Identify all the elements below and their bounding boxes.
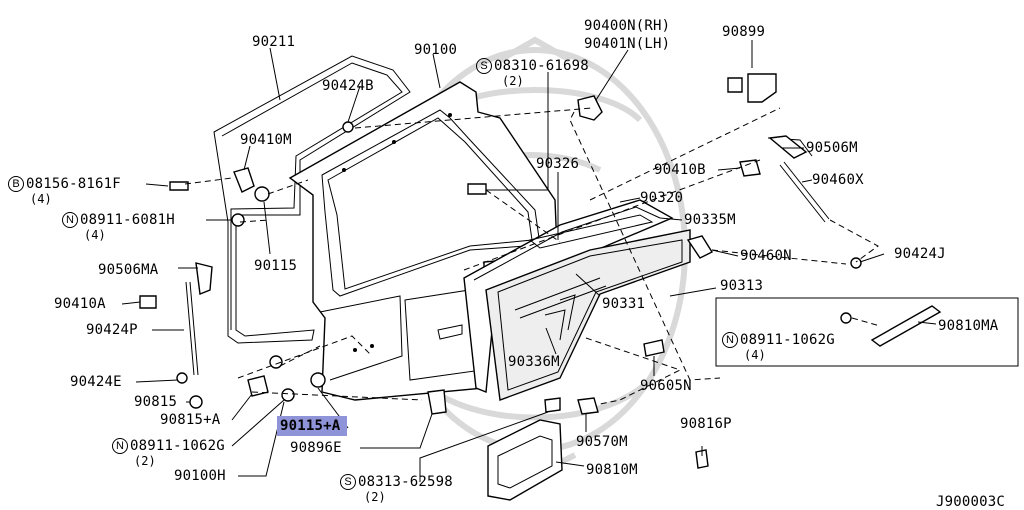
label-90100H[interactable]: 90100H xyxy=(174,468,226,484)
label-90326[interactable]: 90326 xyxy=(536,156,580,172)
qty-08911-1062G-right: (4) xyxy=(744,348,766,362)
label-90896E[interactable]: 90896E xyxy=(290,440,342,456)
trim-90810MA xyxy=(870,305,942,347)
bumper-90460N xyxy=(686,235,714,259)
label-90313[interactable]: 90313 xyxy=(720,278,764,294)
clip-90816P xyxy=(695,449,709,469)
label-08310-61698[interactable]: 08310-61698 xyxy=(494,58,589,74)
label-90815[interactable]: 90815 xyxy=(134,394,178,410)
label-90211[interactable]: 90211 xyxy=(252,34,296,50)
bolt-90410A xyxy=(139,295,157,309)
grommet xyxy=(269,355,283,369)
stopper-90815 xyxy=(189,395,203,409)
label-90401N[interactable]: 90401N(LH) xyxy=(584,36,671,52)
qty-08310-61698: (2) xyxy=(502,74,524,88)
bolt-symbol: B xyxy=(8,176,24,192)
hinge-90410M xyxy=(233,167,255,193)
label-90335M[interactable]: 90335M xyxy=(684,212,736,228)
clip-90424J xyxy=(850,257,862,269)
label-90115A-highlighted[interactable]: 90115+A xyxy=(280,418,341,434)
clip-90424B xyxy=(342,121,354,133)
label-90570M[interactable]: 90570M xyxy=(576,434,628,450)
stopper-90815A xyxy=(247,375,269,397)
label-90460N[interactable]: 90460N xyxy=(740,248,792,264)
label-90424P[interactable]: 90424P xyxy=(86,322,138,338)
glass-stop-90335M xyxy=(528,214,654,249)
plug-90115A xyxy=(310,372,326,388)
label-08911-1062G-right[interactable]: 08911-1062G xyxy=(740,332,835,348)
label-90320[interactable]: 90320 xyxy=(640,190,684,206)
clip-inset xyxy=(840,312,852,324)
cap-90605N xyxy=(643,339,665,357)
label-90815A[interactable]: 90815+A xyxy=(160,412,221,428)
bolt-08156 xyxy=(169,181,189,191)
label-90424E[interactable]: 90424E xyxy=(70,374,122,390)
inset-frame xyxy=(715,297,1019,367)
nut-90410B xyxy=(739,159,761,177)
gas-stay-left-90424P xyxy=(185,281,199,376)
label-90506MA[interactable]: 90506MA xyxy=(98,262,159,278)
label-90899a xyxy=(727,77,743,93)
clip-90570M xyxy=(577,397,599,415)
label-90410B[interactable]: 90410B xyxy=(654,162,706,178)
qty-08156-8161F: (4) xyxy=(30,192,52,206)
nut-symbol-inset: N xyxy=(722,332,738,348)
label-90460X[interactable]: 90460X xyxy=(812,172,864,188)
label-90336M[interactable]: 90336M xyxy=(508,354,560,370)
label-08911-6081H[interactable]: 08911-6081H xyxy=(80,212,175,228)
label-90899[interactable]: 90899 xyxy=(722,24,766,40)
lamp-socket-90896E xyxy=(427,389,447,415)
label-90100[interactable]: 90100 xyxy=(414,42,458,58)
nut-symbol: N xyxy=(62,212,78,228)
screw-symbol: S xyxy=(476,58,492,74)
glass-panel-90331 xyxy=(485,229,691,401)
nut-08911-6081H xyxy=(231,213,245,227)
label-90410M[interactable]: 90410M xyxy=(240,132,292,148)
label-90506M[interactable]: 90506M xyxy=(806,140,858,156)
label-90115[interactable]: 90115 xyxy=(254,258,298,274)
label-90605N[interactable]: 90605N xyxy=(640,378,692,394)
screw-symbol-bottom: S xyxy=(340,474,356,490)
qty-08911-6081H: (4) xyxy=(84,228,106,242)
label-90810M[interactable]: 90810M xyxy=(586,462,638,478)
label-08911-1062G-left[interactable]: 08911-1062G xyxy=(130,438,225,454)
nut-08911-1062G xyxy=(281,388,295,402)
label-90424B[interactable]: 90424B xyxy=(322,78,374,94)
label-90331[interactable]: 90331 xyxy=(602,296,646,312)
highlighted-part-box[interactable] xyxy=(277,416,347,436)
label-90400N[interactable]: 90400N(RH) xyxy=(584,18,671,34)
nut-symbol-left: N xyxy=(112,438,128,454)
screw-08313 xyxy=(544,397,561,413)
label-90410A[interactable]: 90410A xyxy=(54,296,106,312)
label-08313-62598[interactable]: 08313-62598 xyxy=(358,474,453,490)
label-90424J[interactable]: 90424J xyxy=(894,246,946,262)
label-90810MA[interactable]: 90810MA xyxy=(938,318,999,334)
ball-90424E xyxy=(176,372,188,384)
finisher-90810M xyxy=(487,419,563,501)
weatherstrip-90211 xyxy=(213,55,411,344)
label-90816P[interactable]: 90816P xyxy=(680,416,732,432)
label-08156-8161F[interactable]: 08156-8161F xyxy=(26,176,121,192)
qty-08911-1062G-left: (2) xyxy=(134,454,156,468)
screw-08310 xyxy=(467,183,487,195)
plug-90115 xyxy=(254,186,270,202)
qty-08313-62598: (2) xyxy=(364,490,386,504)
diagram-id: J900003C xyxy=(936,494,1006,510)
label-90899b xyxy=(747,73,777,103)
